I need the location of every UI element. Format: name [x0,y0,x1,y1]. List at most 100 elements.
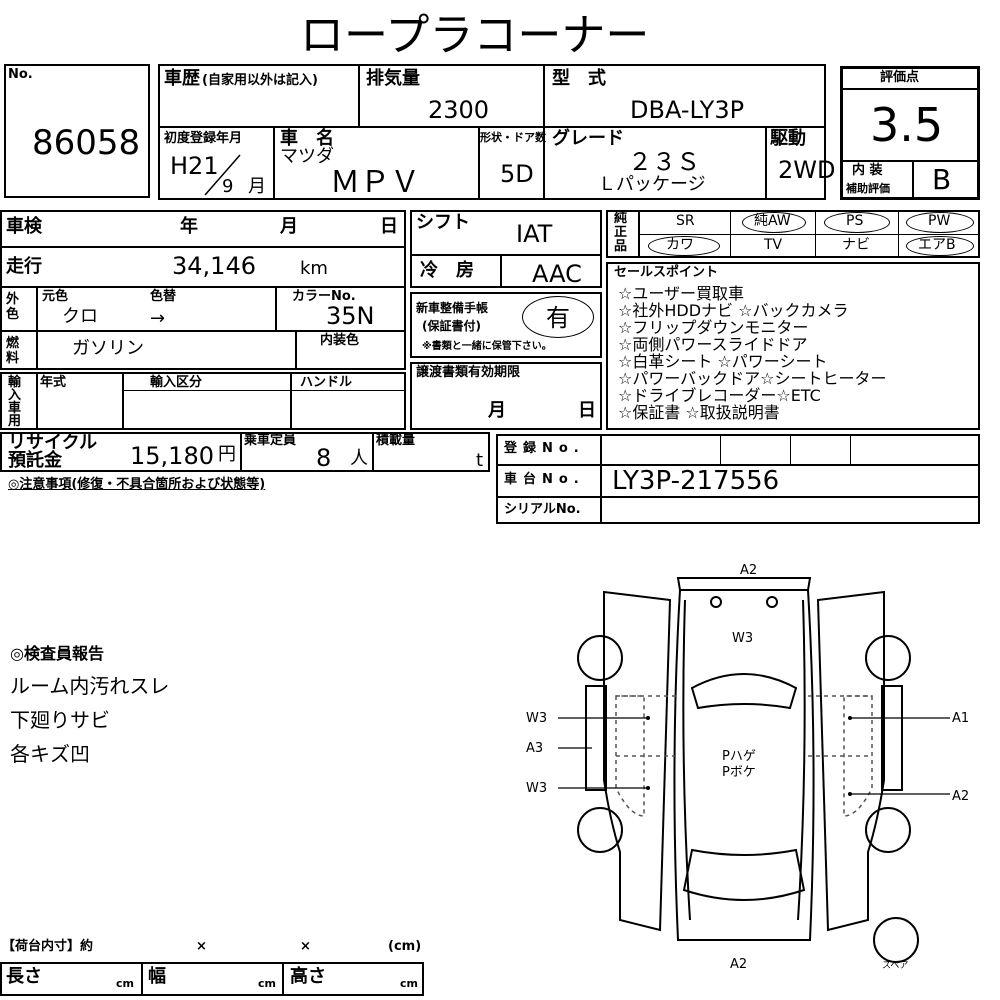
sales-line-3: ☆フリップダウンモニター [618,318,809,337]
equipment-circle-airbag [906,236,974,256]
color-code-value: 35N [326,302,375,330]
doors-label: 形状・ドア数 [480,131,546,144]
cargo-x1: × [196,939,207,954]
displacement-label: 排気量 [366,68,420,89]
manual-box [410,292,602,358]
lot-number: 86058 [32,123,141,163]
mark-left-w3-lower: W3 [526,781,548,796]
cargo-grid [0,962,424,996]
equipment-circle-pw [906,212,974,233]
equipment-airbag: エアB [918,237,956,253]
cargo-length-label: 長さ [6,966,42,987]
color-code-label: カラーNo. [292,289,356,304]
mark-left-w3-upper: W3 [526,711,548,726]
registration-label: 初度登録年月 [164,131,243,146]
page-title: ロープラコーナー [300,10,650,61]
mark-rear-a2: A2 [740,563,758,578]
recycle-label-1: リサイクル [8,432,98,453]
equipment-label: 純正品 [614,211,628,254]
manual-label-2: (保証書付) [422,319,481,333]
score-value: 3.5 [870,98,944,152]
cargo-length-unit: cm [116,977,134,990]
car-diagram [558,577,950,963]
cargo-width-unit: cm [258,977,276,990]
equipment-sr: SR [676,213,695,229]
car-name: ＭＰＶ [330,165,420,200]
spare-label: スペア [882,961,909,971]
sales-line-2: ☆社外HDDナビ ☆バックカメラ [618,301,849,320]
inspection-label: 車検 [6,216,42,237]
model-label: 型 式 [552,68,606,89]
manual-label-1: 新車整備手帳 [416,301,489,315]
inspection-grid [0,210,406,370]
equipment-circle-aw [742,212,806,233]
capacity-unit: 人 [350,448,368,469]
recycle-value: 15,180 [130,442,214,470]
upper-grid [158,64,826,200]
transfer-day: 日 [578,400,596,421]
chassis-grid [496,434,980,524]
inspection-day-unit: 日 [380,216,398,237]
drive-label: 駆動 [770,128,806,149]
inspection-month-unit: 月 [280,216,298,237]
cargo-width-label: 幅 [148,966,166,987]
center-mark-1: Pハゲ [722,749,756,764]
interior-score-value: B [932,163,952,196]
import-handle-label: ハンドル [300,375,353,390]
transfer-box [410,362,602,430]
sales-box [606,262,980,430]
name-label: 車 名 [280,128,334,149]
chassis-label: 車台No. [504,472,585,487]
import-label: 輸入車用 [8,375,22,429]
score-label: 評価点 [880,70,920,85]
cargo-unit: (cm) [388,939,422,954]
sales-line-6: ☆パワーバックドア☆シートヒーター [618,369,887,388]
inspection-year-unit: 年 [180,216,198,237]
fuel-value: ガソリン [72,338,144,359]
cargo-x2: × [300,939,311,954]
color-change-value: → [150,308,166,329]
doors-value: 5D [500,160,534,188]
model-value: DBA-LY3P [630,96,745,124]
caution-label: ◎注意事項(修復・不具合箇所および状態等) [8,477,266,492]
equipment-leather: カワ [666,237,694,253]
recycle-unit: 円 [218,444,236,465]
inspector-line-2: 下廻りサビ [10,708,110,732]
history-note: (自家用以外は記入) [202,73,318,88]
mark-right-a2: A2 [952,789,970,804]
interior-score-label-1: 内 装 [852,163,883,178]
sales-label: セールスポイント [614,265,719,280]
import-grid [0,372,406,430]
cargo-height-unit: cm [400,977,418,990]
ext-color-label: 外色 [6,292,20,322]
sales-line-8: ☆保証書 ☆取扱説明書 [618,403,780,422]
capacity-value: 8 [316,444,332,472]
equipment-navi: ナビ [842,237,870,253]
mark-rear-w3: W3 [732,631,754,646]
mark-left-a3: A3 [526,741,544,756]
registration-month: 9 [222,176,234,197]
orig-color-value: クロ [62,306,98,327]
inspector-line-3: 各キズ凹 [10,742,90,766]
registration-month-unit: 月 [248,176,266,197]
maker-name: マツダ [280,146,334,167]
grade-line2: Ｌパッケージ [598,174,706,195]
serial-label: シリアルNo. [504,502,581,517]
load-label: 積載量 [376,433,416,448]
fuel-label: 燃料 [6,336,20,366]
drive-value: 2WD [778,156,836,184]
ac-value: AAC [532,260,582,288]
shift-value: IAT [516,220,553,248]
sales-line-1: ☆ユーザー買取車 [618,284,745,303]
shift-ac-grid [410,210,602,288]
mark-right-a1: A1 [952,711,970,726]
mileage-unit: km [300,258,328,279]
displacement-value: 2300 [428,96,490,124]
equipment-pw: PW [928,213,951,229]
mileage-label: 走行 [6,256,42,277]
cargo-height-label: 高さ [290,966,326,987]
history-label: 車歴 [164,68,200,89]
mark-front-a2: A2 [730,957,748,972]
load-unit: t [476,450,484,471]
import-class-label: 輸入区分 [150,375,203,390]
